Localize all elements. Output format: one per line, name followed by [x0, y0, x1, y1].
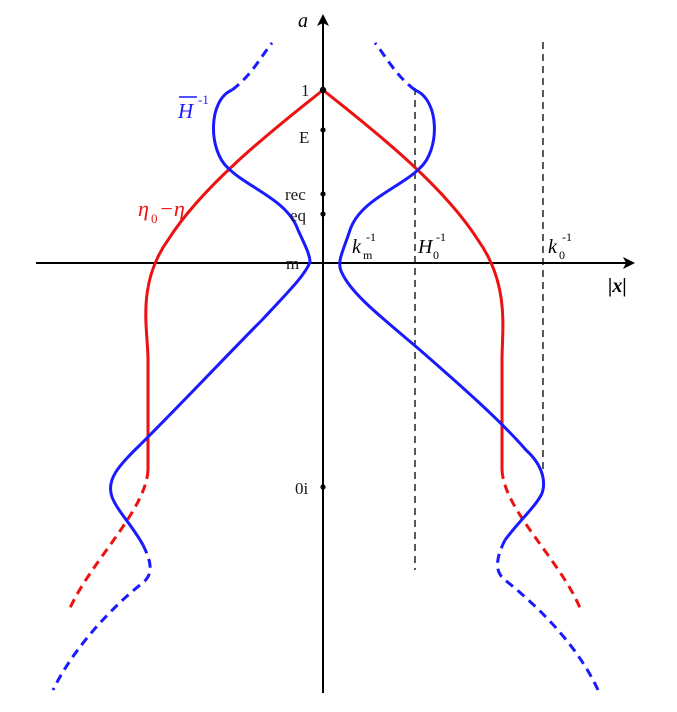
axis-ticks [319, 86, 327, 490]
tick-one [319, 86, 327, 94]
hubble-label-exp: -1 [198, 92, 209, 107]
hubble-radius-label: H -1 [177, 92, 209, 123]
hubble-label-base: H [177, 99, 195, 123]
H0-label-base: H [417, 236, 434, 258]
tick-label-m: m [286, 254, 299, 273]
tick-label-E: E [299, 128, 309, 147]
H0-label: H 0 -1 [417, 230, 446, 262]
k0-label-sub: 0 [559, 248, 565, 262]
k0-label: k 0 -1 [548, 230, 572, 262]
tick-label-oi: 0i [295, 479, 309, 498]
tick-oi [320, 484, 326, 490]
vertical-axis-label: a [298, 10, 308, 32]
km-label-base: k [352, 236, 362, 258]
tick-label-eq: eq [290, 206, 307, 225]
tick-rec [320, 191, 326, 197]
tick-label-rec: rec [285, 185, 306, 204]
tick-eq [320, 211, 326, 217]
tick-E [320, 127, 326, 133]
H0-label-exp: -1 [436, 230, 446, 244]
conformal-label-rest: −η [159, 196, 185, 221]
k0-label-base: k [548, 236, 558, 258]
km-label-exp: -1 [366, 230, 376, 244]
km-label-sub: m [363, 248, 373, 262]
H0-label-sub: 0 [433, 248, 439, 262]
conformal-horizon-curve [68, 88, 582, 609]
k0-label-exp: -1 [562, 230, 572, 244]
conformal-label-sub: 0 [151, 211, 158, 226]
horizontal-axis-label: |x| [608, 275, 627, 297]
conformal-label: η 0 −η [138, 196, 185, 226]
conformal-label-base: η [138, 196, 149, 221]
hubble-radius-curve [51, 42, 600, 691]
tick-label-one: 1 [301, 81, 310, 100]
km-label: k m -1 [352, 230, 376, 262]
